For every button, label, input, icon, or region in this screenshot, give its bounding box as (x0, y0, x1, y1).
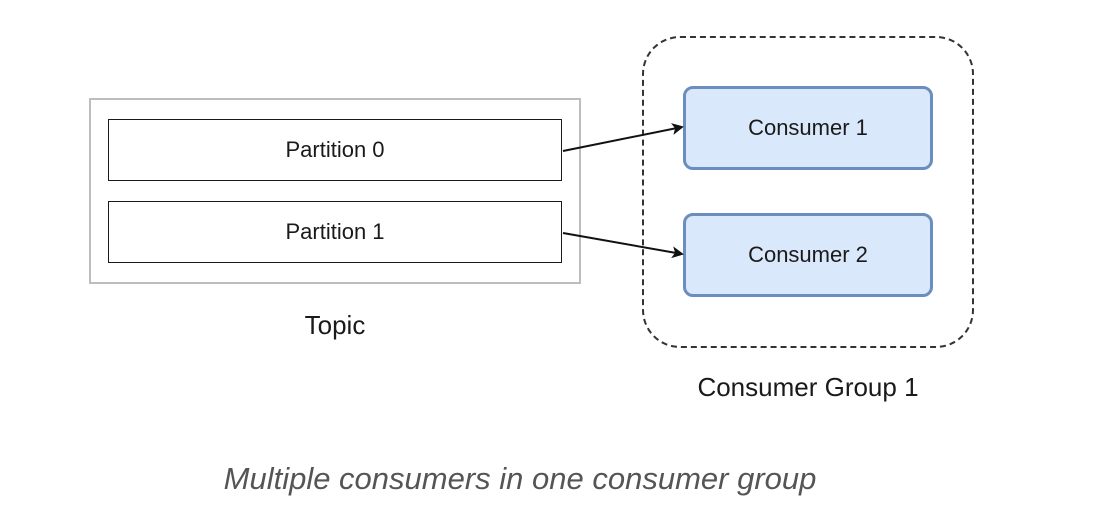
figure-caption: Multiple consumers in one consumer group (223, 461, 817, 496)
topic-label: Topic (304, 310, 366, 340)
consumer-1-label: Consumer 1 (748, 115, 868, 140)
consumer-2-box: Consumer 2 (683, 213, 933, 297)
consumer-1-box: Consumer 1 (683, 86, 933, 170)
consumer-2-label: Consumer 2 (748, 242, 868, 267)
partition-1-box: Partition 1 (108, 201, 562, 263)
consumer-group-label: Consumer Group 1 (697, 372, 919, 402)
partition-0-label: Partition 0 (285, 137, 385, 162)
partition-1-label: Partition 1 (285, 219, 385, 244)
partition-0-box: Partition 0 (108, 119, 562, 181)
consumer-group-container (642, 36, 974, 348)
